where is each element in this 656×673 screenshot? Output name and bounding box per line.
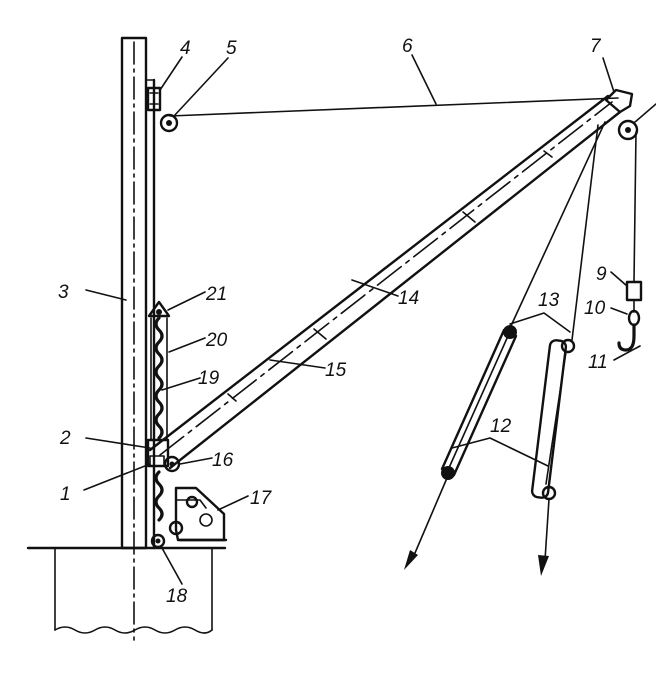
part-labels: 1 2 3 4 5 6 7 9 10 11 12 13 14 15 16 17 …	[58, 36, 608, 607]
label-4: 4	[180, 38, 191, 59]
leader-lines	[83, 54, 641, 585]
boom	[148, 94, 622, 470]
label-15: 15	[325, 360, 347, 381]
label-19: 19	[198, 368, 220, 389]
label-11: 11	[588, 352, 608, 373]
stay-cable	[169, 97, 619, 117]
column-mast	[120, 36, 148, 641]
label-9: 9	[596, 264, 607, 285]
label-1: 1	[60, 484, 71, 505]
label-20: 20	[205, 330, 228, 351]
label-14: 14	[398, 288, 419, 309]
carriage	[146, 438, 181, 473]
label-12: 12	[490, 416, 512, 437]
label-10: 10	[584, 298, 606, 319]
pull-ropes	[509, 121, 606, 341]
label-2: 2	[59, 428, 71, 449]
winch	[168, 486, 228, 542]
ground-foundation	[26, 546, 227, 634]
label-21: 21	[205, 284, 227, 305]
guide-rail	[145, 78, 156, 550]
label-5: 5	[226, 38, 237, 59]
label-3: 3	[58, 282, 69, 303]
hook-assembly	[617, 131, 643, 352]
boom-head	[604, 88, 656, 141]
label-16: 16	[212, 450, 234, 471]
lifting-chain	[150, 316, 168, 522]
label-18: 18	[166, 586, 188, 607]
rope-handle-left	[404, 325, 518, 570]
label-7: 7	[590, 36, 602, 57]
top-pulley	[159, 113, 179, 133]
chain-sprocket	[147, 300, 171, 318]
label-6: 6	[402, 36, 413, 57]
label-17: 17	[250, 488, 273, 509]
lower-sprocket	[150, 533, 166, 549]
top-bracket	[146, 86, 162, 112]
rope-handle-right	[530, 338, 576, 576]
label-13: 13	[538, 290, 560, 311]
